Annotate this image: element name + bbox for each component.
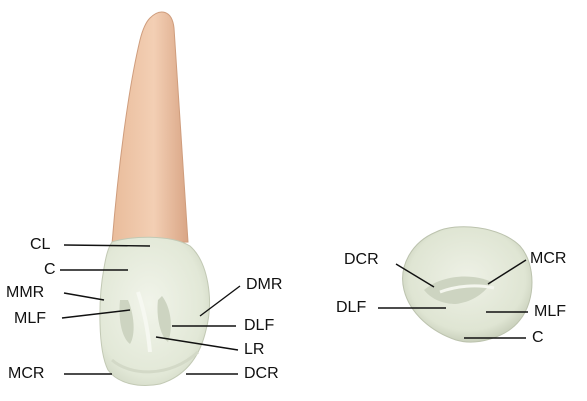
root-shape — [112, 12, 188, 244]
label-c: C — [44, 261, 56, 279]
label-dlf: DLF — [244, 317, 274, 335]
label-r-mlf: MLF — [534, 303, 566, 321]
label-mmr: MMR — [6, 284, 44, 302]
label-r-c: C — [532, 329, 544, 347]
leader-mmr — [64, 293, 104, 300]
label-lr: LR — [244, 341, 264, 359]
label-dcr: DCR — [244, 365, 279, 383]
label-mlf: MLF — [14, 310, 46, 328]
label-mcr: MCR — [8, 365, 44, 383]
label-cl: CL — [30, 236, 50, 254]
label-r-dcr: DCR — [344, 251, 379, 269]
label-r-dlf: DLF — [336, 299, 366, 317]
label-r-mcr: MCR — [530, 250, 566, 268]
leader-cl — [64, 245, 150, 246]
label-dmr: DMR — [246, 276, 282, 294]
